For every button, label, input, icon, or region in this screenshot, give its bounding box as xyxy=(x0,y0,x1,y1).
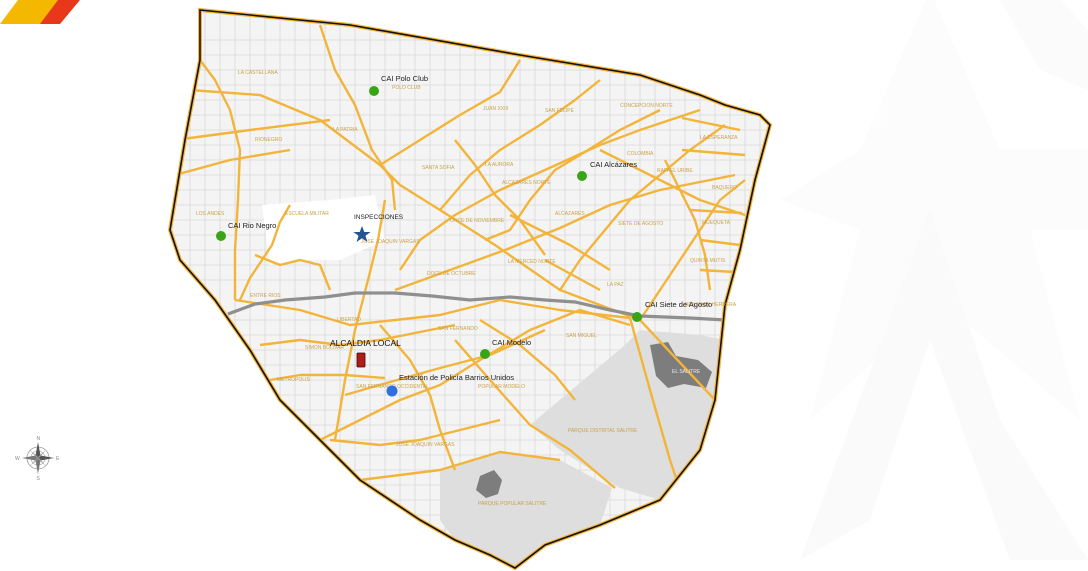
barrio-label: LA ESPERANZA xyxy=(700,135,738,141)
barrio-label: CONCEPCION NORTE xyxy=(620,103,673,109)
barrio-label: JOSE JOAQUIN VARGAS xyxy=(396,442,455,448)
cai-polo-club-label: CAI Polo Club xyxy=(381,74,428,83)
barrio-label: ESCUELA MILITAR xyxy=(285,211,329,217)
barrio-label: BAQUERO xyxy=(712,185,737,191)
barrio-label: LOS ANDES xyxy=(196,211,225,217)
estacion-policia-marker[interactable]: Estación de Policía Barrios Unidos xyxy=(386,373,515,397)
barrio-label: SIETE DE AGOSTO xyxy=(618,221,663,227)
barrio-label: ONCE DE NOVIEMBRE xyxy=(450,218,505,224)
main-roads xyxy=(174,24,746,491)
cai-alcazares-marker[interactable]: CAI Alcázares xyxy=(577,160,637,181)
barrio-label: SAN FERNANDO xyxy=(438,326,478,332)
cai-modelo-label: CAI Modelo xyxy=(492,338,531,347)
barrio-label: LA PATRIA xyxy=(333,127,358,133)
barrio-label: PARQUE POPULAR SALITRE xyxy=(478,501,547,507)
inspecciones-label: INSPECCIONES xyxy=(354,214,404,221)
barrio-label: ENTRE RIOS xyxy=(250,293,281,299)
barrio-label: MUEQUETA xyxy=(702,220,731,226)
river-channel xyxy=(227,291,726,322)
barrio-label: POPULAR MODELO xyxy=(478,384,525,390)
barrio-label: LIBERTAD xyxy=(337,317,361,323)
barrio-label: METROPOLIS xyxy=(277,377,310,383)
compass-n-label: N xyxy=(37,436,41,442)
escuela-militar-area xyxy=(262,195,385,265)
barrio-label: DOCE DE OCTUBRE xyxy=(427,271,476,277)
barrio-label: LA MERCED NORTE xyxy=(508,259,556,265)
compass-e-label: E xyxy=(56,456,60,462)
compass-rose-icon: N S E W xyxy=(15,436,60,482)
barrio-label: SIMON BOLIVAR xyxy=(305,345,344,351)
cai-siete-de-agosto-label: CAI Siete de Agosto xyxy=(645,300,712,309)
alcaldia-local-marker[interactable]: ALCALDIA LOCAL xyxy=(330,338,401,368)
barrio-label: JUAN XXIII xyxy=(483,106,508,112)
cai-alcazares-label: CAI Alcázares xyxy=(590,160,637,169)
barrio-label: COLOMBIA xyxy=(627,151,654,157)
barrio-label: QUINTA MUTIS xyxy=(690,258,726,264)
barrio-label: PARQUE DISTRITAL SALITRE xyxy=(568,428,638,434)
alcaldia-local-label: ALCALDIA LOCAL xyxy=(330,338,401,348)
cai-polo-club-marker[interactable]: CAI Polo Club xyxy=(369,74,428,96)
barrio-label: SAN MIGUEL xyxy=(566,333,597,339)
barrio-label: POLO CLUB xyxy=(392,85,421,91)
barrio-label: LA CASTELLANA xyxy=(238,70,278,76)
inspecciones-marker[interactable]: INSPECCIONES xyxy=(353,214,404,242)
barrio-label: SAN FELIPE xyxy=(545,108,575,114)
barrio-label: SANTA SOFIA xyxy=(422,165,455,171)
cai-modelo-marker[interactable]: CAI Modelo xyxy=(480,338,531,359)
barrio-label: RIONEGRO xyxy=(255,137,282,143)
barrio-label: JOSE JOAQUIN VARGAS xyxy=(361,239,420,245)
barrio-label: RAFAEL URIBE xyxy=(657,168,693,174)
popular-park-lake xyxy=(476,470,502,498)
watermark-star-logo xyxy=(780,0,1088,560)
barrio-label: ALCAZARES xyxy=(555,211,585,217)
cai-rio-negro-label: CAI Rio Negro xyxy=(228,221,276,230)
brand-logo-stripe xyxy=(0,0,80,24)
cai-rio-negro-marker[interactable]: CAI Rio Negro xyxy=(216,221,276,241)
barrio-label: BENJAMIN HERRERA xyxy=(685,302,737,308)
estacion-policia-label: Estación de Policía Barrios Unidos xyxy=(399,373,514,382)
barrio-label: LA AURORA xyxy=(485,162,514,168)
barrio-label: LA PAZ xyxy=(607,282,624,288)
barrio-label: ALCAZARES NORTE xyxy=(502,180,551,186)
cai-siete-de-agosto-marker[interactable]: CAI Siete de Agosto xyxy=(632,300,712,322)
compass-w-label: W xyxy=(15,456,20,462)
barrio-label: EL SALITRE xyxy=(672,369,701,375)
compass-s-label: S xyxy=(37,476,41,482)
